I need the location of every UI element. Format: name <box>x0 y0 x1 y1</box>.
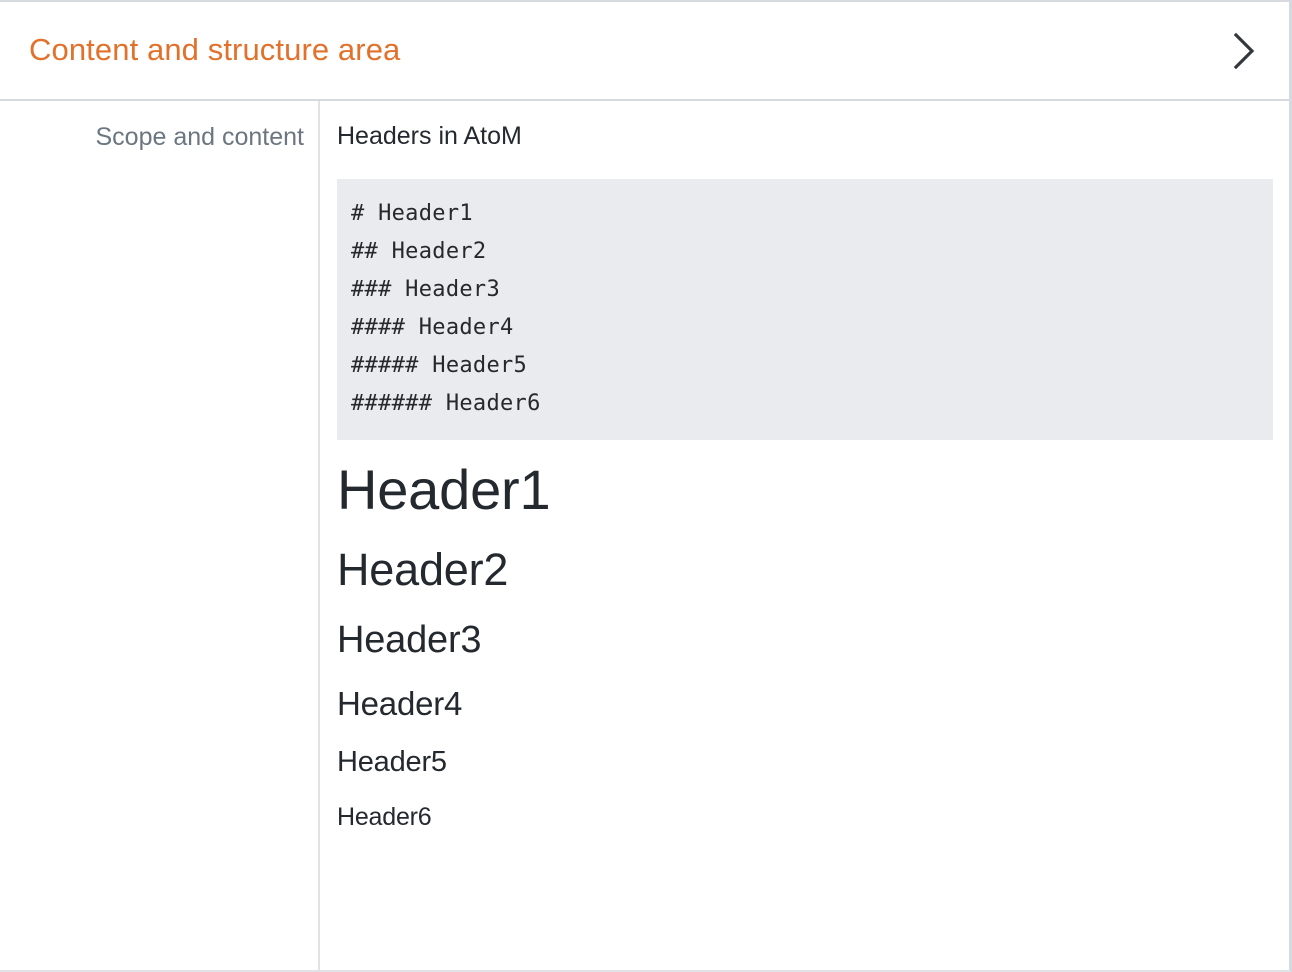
rendered-header-1: Header1 <box>337 457 551 521</box>
panel-body: Scope and content Headers in AtoM # Head… <box>0 101 1289 970</box>
rendered-header-2: Header2 <box>337 543 509 595</box>
panel-header: Content and structure area <box>0 2 1289 101</box>
page-title: Content and structure area <box>29 32 401 68</box>
rendered-header-4: Header4 <box>337 684 463 722</box>
scope-and-content-paragraph: Headers in AtoM <box>337 122 522 150</box>
markdown-code-text: # Header1 ## Header2 ### Header3 #### He… <box>351 200 541 416</box>
rendered-header-3: Header3 <box>337 618 482 661</box>
field-label-scope-and-content: Scope and content <box>95 123 305 151</box>
rendered-header-5: Header5 <box>337 745 447 778</box>
chevron-right-icon <box>1231 31 1257 71</box>
markdown-code-block: # Header1 ## Header2 ### Header3 #### He… <box>337 178 1273 440</box>
panel-collapse-toggle-button[interactable] <box>1221 28 1267 74</box>
rendered-header-6: Header6 <box>337 802 432 831</box>
field-label-column: Scope and content <box>0 101 320 970</box>
field-value-column: Headers in AtoM # Header1 ## Header2 ###… <box>320 101 1289 970</box>
